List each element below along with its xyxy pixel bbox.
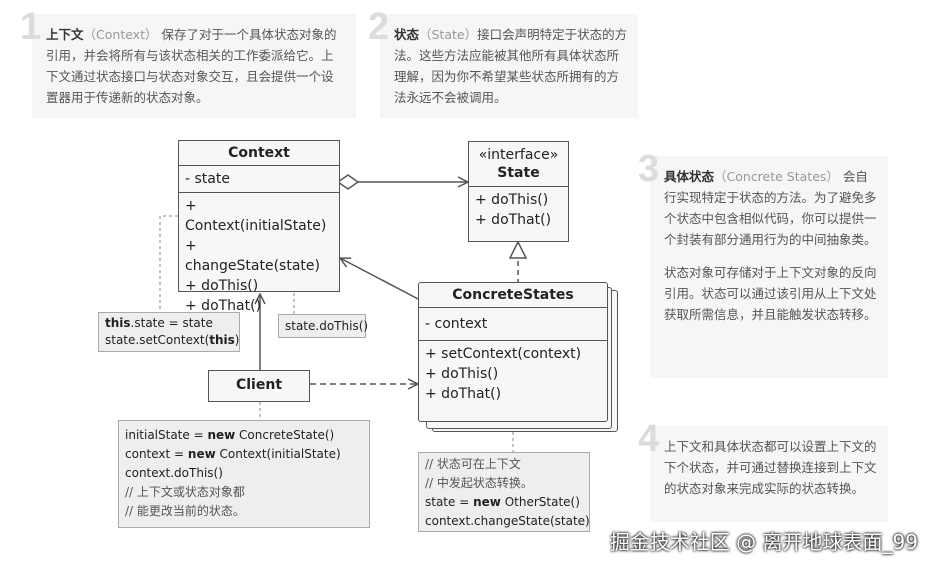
note-number: 1 — [20, 6, 42, 48]
realization-triangle — [508, 240, 528, 259]
code-comment: // 上下文或状态对象都 — [125, 485, 245, 499]
note-2: 2 状态（State）接口会声明特定于状态的方法。这些方法应能被其他所有具体状态… — [368, 8, 638, 118]
aggregation-diamond — [336, 174, 360, 190]
code-keyword: new — [473, 495, 501, 509]
method-item: + doThat() — [425, 386, 502, 402]
code-text: state.setContext( — [105, 333, 210, 347]
concrete-field-context: - context — [425, 316, 488, 332]
context-field-state: - state — [185, 171, 230, 187]
code-text: context = — [125, 447, 188, 461]
state-name: State — [497, 165, 540, 181]
note-subtitle: （Context） — [83, 27, 158, 42]
leader-context-constructor — [159, 215, 178, 312]
note-4: 4 上下文和具体状态都可以设置上下文的下个状态，并可通过替换连接到上下文的状态对… — [638, 420, 888, 522]
concrete-class-name: ConcreteStates — [419, 283, 607, 308]
method-item: + doThis() — [475, 192, 549, 208]
context-class-name: Context — [179, 141, 339, 166]
code-comment: // 中发起状态转换。 — [425, 476, 533, 490]
method-item: + changeState(state) — [185, 238, 320, 274]
client-class[interactable]: Client — [208, 370, 310, 402]
note-text: 接口会声明特定于状态的方法。这些方法应能被其他所有具体状态所理解，因为你不希望某… — [394, 27, 628, 105]
code-keyword: new — [187, 447, 216, 461]
method-item: + doThat() — [475, 212, 552, 228]
method-item: + doThat() — [185, 298, 262, 314]
note-text: 保存了对于一个具体状态对象的引用，并会将所有与该状态相关的工作委派给它。上下文通… — [46, 27, 337, 105]
code-keyword: this — [209, 333, 235, 347]
code-text: state = — [425, 495, 474, 509]
concrete-fields: - context — [419, 308, 607, 341]
state-stereotype: «interface» — [478, 147, 559, 163]
code-note-concrete: // 状态可在上下文 // 中发起状态转换。 state = new Other… — [418, 452, 590, 532]
watermark: 掘金技术社区 @ 离开地球表面_99 — [609, 530, 918, 554]
code-text: state.doThis() — [285, 319, 369, 333]
state-header: «interface» State — [469, 142, 568, 187]
code-text: ConcreteState() — [235, 428, 335, 442]
code-note-context-constructor: this.state = state state.setContext(this… — [98, 312, 240, 352]
note-1: 1 上下文（Context） 保存了对于一个具体状态对象的引用，并会将所有与该状… — [20, 8, 356, 118]
code-text: context.changeState(state) — [425, 514, 590, 528]
context-class[interactable]: Context - state + Context(initialState) … — [178, 140, 340, 314]
note-number: 3 — [638, 148, 660, 190]
note-title: 具体状态 — [664, 169, 715, 184]
note-title: 上下文 — [46, 27, 84, 42]
method-item: + doThis() — [185, 278, 259, 294]
code-note-client: initialState = new ConcreteState() conte… — [118, 420, 370, 528]
state-interface[interactable]: «interface» State + doThis() + doThat() — [468, 141, 569, 242]
state-methods: + doThis() + doThat() — [469, 187, 568, 233]
note-number: 4 — [638, 418, 660, 460]
code-text: ) — [234, 333, 240, 347]
concrete-methods: + setContext(context) + doThis() + doTha… — [419, 341, 607, 407]
context-fields: - state — [179, 166, 339, 193]
code-text: OtherState() — [500, 495, 580, 509]
note-text: 上下文和具体状态都可以设置上下文的下个状态，并可通过替换连接到上下文的状态对象来… — [664, 439, 877, 496]
note-text-2: 状态对象可存储对于上下文对象的反向引用。状态可以通过该引用从上下文处获取所需信息… — [664, 265, 877, 322]
note-title: 状态 — [394, 27, 420, 42]
code-text: context.doThis() — [125, 466, 223, 480]
note-number: 2 — [368, 6, 390, 48]
note-text: 会自行实现特定于状态的方法。为了避免多个状态中包含相似代码，你可以提供一个封装有… — [664, 169, 877, 247]
note-subtitle: （Concrete States） — [714, 169, 839, 184]
code-keyword: this — [105, 316, 131, 330]
code-note-dothis: state.doThis() — [278, 314, 369, 338]
association-line — [340, 258, 421, 301]
code-comment: // 能更改当前的状态。 — [125, 504, 245, 518]
code-comment: // 状态可在上下文 — [425, 457, 521, 471]
code-keyword: new — [207, 428, 236, 442]
client-name: Client — [235, 377, 283, 393]
concrete-states-class[interactable]: ConcreteStates - context + setContext(co… — [418, 282, 608, 422]
context-methods: + Context(initialState) + changeState(st… — [179, 193, 339, 319]
note-3: 3 具体状态（Concrete States） 会自行实现特定于状态的方法。为了… — [638, 150, 888, 378]
method-item: + Context(initialState) — [185, 198, 327, 234]
method-item: + setContext(context) — [425, 346, 582, 362]
code-text: .state = state — [130, 316, 213, 330]
note-subtitle: （State） — [419, 27, 478, 42]
code-text: Context(initialState) — [215, 447, 341, 461]
method-item: + doThis() — [425, 366, 499, 382]
code-text: initialState = — [125, 428, 208, 442]
